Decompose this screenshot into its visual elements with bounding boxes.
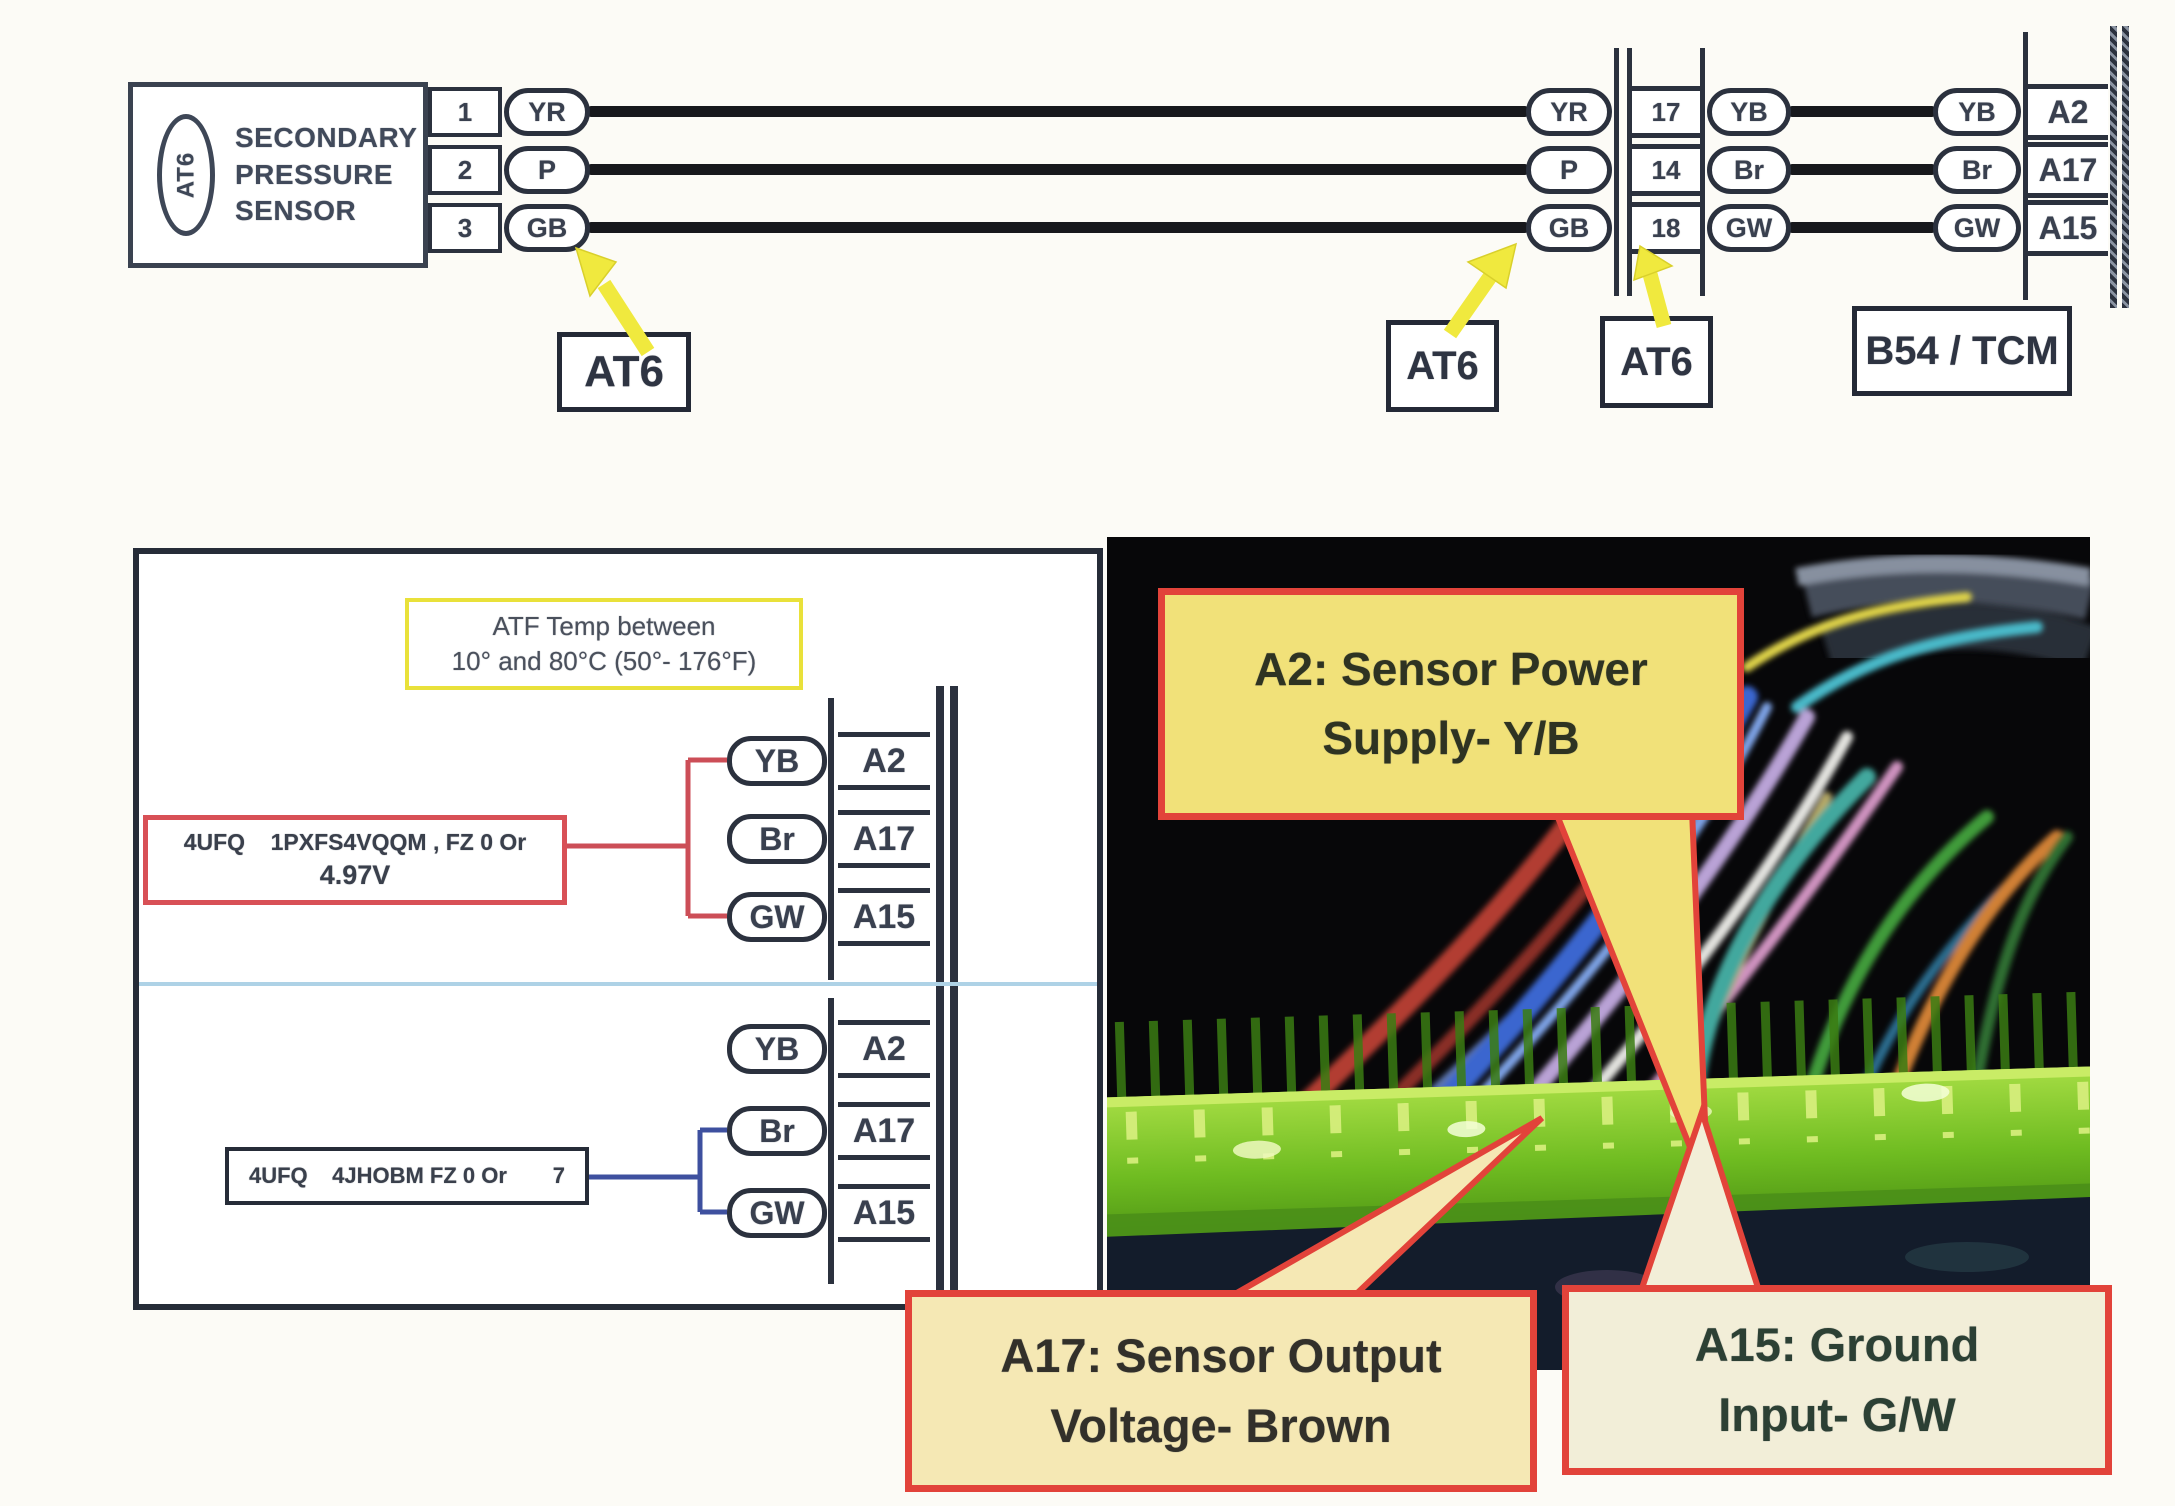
- wire-terminal: GW: [1933, 204, 2021, 252]
- wire-terminal: YB: [1707, 88, 1791, 136]
- harness-wire: [1789, 106, 1935, 117]
- tcm-pin-label: A2: [838, 1020, 930, 1078]
- harness-wire: [588, 164, 1528, 175]
- panel-divider: [139, 982, 1097, 986]
- tcm-pin-label: A2: [838, 732, 930, 790]
- connector-label-at6: AT6: [1600, 316, 1713, 408]
- wire-terminal: GW: [727, 1188, 827, 1238]
- tcm-connector-edge: [936, 988, 944, 1294]
- test-value: 7: [552, 1163, 565, 1188]
- wire-terminal: GW: [1707, 204, 1791, 252]
- harness-wire: [588, 222, 1528, 233]
- secondary-pressure-sensor-box: AT6 SECONDARY PRESSURE SENSOR: [128, 82, 428, 268]
- wire-terminal: YB: [727, 1024, 827, 1074]
- sensor-connector-code: AT6: [172, 151, 199, 199]
- cavity-number: 17: [1632, 86, 1700, 138]
- wire-terminal: Br: [1933, 146, 2021, 194]
- wire-terminal: GB: [1526, 204, 1612, 252]
- harness-boot: [1795, 554, 2098, 672]
- sensor-pin-number: 1: [428, 87, 502, 137]
- connector-rail: [828, 698, 834, 980]
- wire-terminal: Br: [1707, 146, 1791, 194]
- test-value: 4.97V: [319, 860, 391, 890]
- tcm-connector-edge: [2122, 26, 2129, 308]
- tcm-connector-edge: [950, 686, 958, 992]
- tcm-pin-label: A15: [2028, 200, 2108, 256]
- connector-rail: [1627, 48, 1632, 296]
- tcm-pin-label: A17: [838, 810, 930, 868]
- test-text: 4UFQ 4JHOBM FZ 0 Or: [249, 1163, 507, 1188]
- voltage-test-box: 4UFQ 1PXFS4VQQM , FZ 0 Or 4.97V: [143, 815, 567, 905]
- cavity-number: 18: [1632, 202, 1700, 254]
- top-wiring-diagram: AT6 SECONDARY PRESSURE SENSOR 1 2 3 YR P…: [0, 0, 2175, 470]
- tcm-pin-label: A17: [2028, 142, 2108, 198]
- wire-terminal: P: [504, 146, 590, 194]
- wire-terminal: YB: [1933, 88, 2021, 136]
- tcm-connector-edge: [2110, 26, 2117, 308]
- tcm-pin-label: A15: [838, 888, 930, 946]
- harness-wire: [1789, 164, 1935, 175]
- connector-rail: [1614, 48, 1619, 296]
- test-text: 4UFQ 1PXFS4VQQM , FZ 0 Or: [183, 829, 527, 855]
- connector-rail: [1700, 48, 1705, 296]
- wire-terminal: Br: [727, 814, 827, 864]
- wire-terminal: YB: [727, 736, 827, 786]
- harness-wire: [588, 106, 1528, 117]
- callout-a2-power-supply: A2: Sensor Power Supply- Y/B: [1158, 588, 1744, 820]
- sensor-name: SECONDARY PRESSURE SENSOR: [235, 122, 418, 227]
- callout-a15-ground-input: A15: Ground Input- G/W: [1562, 1285, 2112, 1475]
- tcm-pin-label: A2: [2028, 84, 2108, 140]
- callout-a17-sensor-output: A17: Sensor Output Voltage- Brown: [905, 1290, 1537, 1492]
- harness-wire: [1789, 222, 1935, 233]
- wire-terminal: YR: [504, 88, 590, 136]
- tcm-connector-edge: [950, 988, 958, 1294]
- cavity-number: 14: [1632, 144, 1700, 196]
- tcm-pin-label: A17: [838, 1102, 930, 1160]
- connector-label-b54-tcm: B54 / TCM: [1852, 306, 2072, 396]
- wire-terminal: Br: [727, 1106, 827, 1156]
- sensor-pin-number: 3: [428, 203, 502, 253]
- connector-rail: [828, 998, 834, 1284]
- tcm-connector-edge: [936, 686, 944, 992]
- sensor-pin-number: 2: [428, 145, 502, 195]
- atf-temp-note: ATF Temp between 10° and 80°C (50°- 176°…: [405, 598, 803, 690]
- connector-label-at6: AT6: [1386, 320, 1499, 412]
- wire-terminal: YR: [1526, 88, 1612, 136]
- wire-terminal: P: [1526, 146, 1612, 194]
- sensor-connector-oval: AT6: [157, 114, 215, 236]
- signal-test-box: 4UFQ 4JHOBM FZ 0 Or 7: [225, 1147, 589, 1205]
- wire-terminal: GB: [504, 204, 590, 252]
- tcm-pin-label: A15: [838, 1184, 930, 1242]
- connector-label-at6: AT6: [557, 332, 691, 412]
- wire-terminal: GW: [727, 892, 827, 942]
- connector-rail: [2023, 32, 2028, 300]
